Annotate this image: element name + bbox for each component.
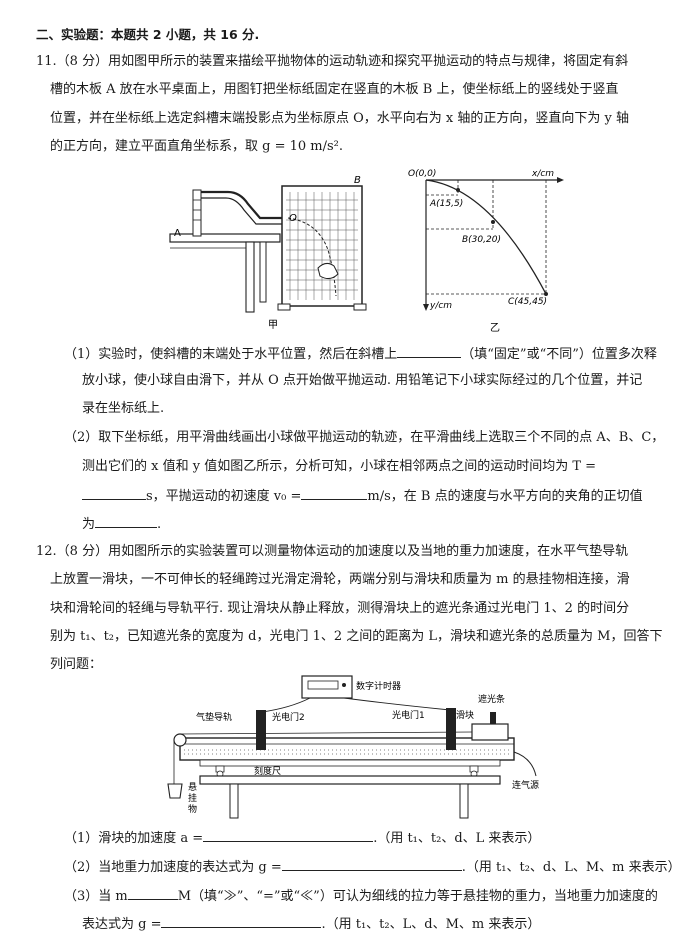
answer-blank-1[interactable]: [397, 344, 462, 358]
q12-sub3-text-c: 表达式为 g =: [82, 917, 162, 932]
q11-line-1: 11.（8 分）用如图甲所示的装置来描绘平抛物体的运动轨迹和探究平抛运动的特点与…: [36, 54, 629, 69]
q12-sub3-text-d: .（用 t₁、t₂、L、d、M、m 来表示）: [321, 917, 541, 932]
label-hang-1: 悬: [188, 782, 197, 793]
board-a: [192, 189, 202, 237]
answer-blank-7[interactable]: [127, 886, 178, 900]
ruler: [199, 759, 501, 767]
point-a: [456, 188, 460, 192]
q12-sub3-line-2: 表达式为 g = .（用 t₁、t₂、L、d、M、m 来表示）: [82, 914, 540, 933]
q11-line-2: 槽的木板 A 放在水平桌面上，用图钉把坐标纸固定在竖直的木板 B 上，使坐标纸上…: [50, 82, 619, 97]
incline-track: [201, 190, 286, 220]
label-gate-2: 光电门2: [272, 711, 305, 723]
hanging-bucket: [167, 783, 183, 799]
pulley: [173, 733, 187, 747]
trajectory: [287, 217, 337, 297]
section-heading: 二、实验题：本题共 2 小题，共 16 分.: [36, 27, 260, 42]
figure-yi-graph: O(0,0) x/cm y/cm A(15,5) B(30,20) C(45,4…: [408, 169, 564, 334]
q11-part2-line-2: 测出它们的 x 值和 y 值如图乙所示，分析可知，小球在相邻两点之间的运动时间均…: [82, 459, 597, 474]
answer-blank-3[interactable]: [301, 486, 368, 500]
q12-line-5: 列问题：: [50, 657, 103, 672]
label-gate-1: 光电门1: [392, 709, 425, 721]
answer-blank-8[interactable]: [161, 914, 322, 928]
q12-line-4: 别为 t₁、t₂，已知遮光条的宽度为 d，光电门 1、2 之间的距离为 L，滑块…: [50, 629, 663, 644]
q12-sub1-text-a: （1）滑块的加速度 a =: [64, 831, 204, 846]
q11-part1-text-a: （1）实验时，使斜槽的末端处于水平位置，然后在斜槽上: [64, 347, 398, 362]
label-o: O: [289, 213, 297, 224]
q11-part2-text-a: s，平抛运动的初速度 v₀ =: [146, 489, 302, 504]
q11-part1-line-2: 放小球，使小球自由滑下，并从 O 点开始做平抛运动. 用铅笔记下小球实际经过的几…: [82, 373, 643, 388]
label-ruler: 刻度尺: [254, 765, 281, 777]
q12-sub3-line-1: （3）当 m M（填“≫”、“=”或“≪”）可认为细线的拉力等于悬挂物的重力，当地…: [64, 886, 658, 905]
table-top: [169, 233, 281, 243]
q12-sub1: （1）滑块的加速度 a = .（用 t₁、t₂、d、L 来表示）: [64, 828, 540, 847]
q11-part2-text-b: m/s，在 B 点的速度与水平方向的夹角的正切值: [367, 489, 643, 504]
point-c-label: C(45,45): [508, 297, 547, 307]
label-shade: 遮光条: [478, 693, 505, 705]
label-a: A: [174, 228, 181, 239]
x-axis-label: x/cm: [531, 169, 554, 179]
figure-jia-apparatus: A B O 甲: [169, 175, 367, 331]
q12-line-2: 上放置一滑块，一不可伸长的轻绳跨过光滑定滑轮，两端分别与滑块和质量为 m 的悬挂…: [50, 572, 630, 587]
q12-sub2-text-a: （2）当地重力加速度的表达式为 g =: [64, 860, 282, 875]
q12-sub3-text-a: （3）当 m: [64, 889, 128, 904]
label-hang-3: 物: [188, 803, 197, 815]
shade-strip: [490, 712, 496, 724]
q11-part2-line-4: 为.: [82, 514, 161, 533]
label-slider: 滑块: [456, 709, 474, 721]
q11-part1-line-3: 录在坐标纸上.: [82, 401, 165, 416]
q11-line-4: 的正方向，建立平面直角坐标系，取 g = 10 m/s².: [50, 139, 344, 154]
label-timer: 数字计时器: [356, 680, 401, 692]
label-air-source: 连气源: [512, 779, 539, 791]
q12-line-1: 12.（8 分）用如图所示的实验装置可以测量物体运动的加速度以及当地的重力加速度…: [36, 544, 629, 559]
q11-part2-line-3: s，平抛运动的初速度 v₀ = m/s，在 B 点的速度与水平方向的夹角的正切值: [82, 486, 643, 505]
point-a-label: A(15,5): [429, 199, 463, 209]
trajectory-curve: [425, 179, 547, 295]
table-leg: [245, 241, 255, 313]
label-air-track: 气垫导轨: [196, 711, 232, 723]
cable-gate-2: [261, 697, 311, 713]
air-hose: [513, 751, 537, 777]
photogate-2: [256, 710, 266, 750]
answer-blank-6[interactable]: [281, 857, 462, 871]
answer-blank-5[interactable]: [203, 828, 374, 842]
origin-label: O(0,0): [408, 169, 436, 179]
slider: [471, 723, 509, 741]
cable-gate-1: [343, 697, 451, 711]
point-c: [544, 292, 548, 296]
grid-paper: [286, 192, 358, 300]
q12-sub2-text-b: .（用 t₁、t₂、d、L、M、m 来表示）: [461, 860, 681, 875]
label-b: B: [354, 175, 361, 186]
q12-line-3: 块和滑轮间的轻绳与导轨平行. 现让滑块从静止释放，测得滑块上的遮光条通过光电门 …: [50, 601, 630, 616]
answer-blank-2[interactable]: [82, 486, 146, 500]
air-track-rail: [179, 737, 515, 761]
y-axis-label: y/cm: [429, 301, 452, 311]
hand-pencil: [317, 262, 339, 280]
q11-part2-text-d: .: [157, 517, 162, 532]
q11-part1-text-b: （填“固定”或“不同”）位置多次释: [461, 347, 657, 362]
q11-part2-text-c: 为: [82, 517, 96, 532]
point-b: [491, 220, 495, 224]
q11-part1-line-1: （1）实验时，使斜槽的末端处于水平位置，然后在斜槽上 （填“固定”或“不同”）位置…: [64, 344, 657, 363]
q11-line-3: 位置，并在坐标纸上选定斜槽末端投影点为坐标原点 O，水平向右为 x 轴的正方向，…: [50, 111, 629, 126]
q11-part2-line-1: （2）取下坐标纸，用平滑曲线画出小球做平抛运动的轨迹，在平滑曲线上选取三个不同的…: [64, 430, 665, 445]
q12-sub1-text-b: .（用 t₁、t₂、d、L 来表示）: [373, 831, 541, 846]
q12-sub2: （2）当地重力加速度的表达式为 g = .（用 t₁、t₂、d、L、M、m 来表示…: [64, 857, 681, 876]
caption-yi: 乙: [490, 322, 500, 334]
rope: [179, 731, 473, 735]
point-b-label: B(30,20): [462, 235, 501, 245]
figure-air-track: 数字计时器 气垫导轨 光电门2 光电门1 滑块 遮光条 刻度尺 悬 挂 物 连气…: [167, 675, 539, 819]
label-hang-2: 挂: [188, 792, 197, 804]
caption-jia: 甲: [268, 320, 278, 331]
answer-blank-4[interactable]: [95, 514, 158, 528]
photogate-1: [446, 708, 456, 750]
lab-table: [199, 775, 501, 785]
q12-sub3-text-b: M（填“≫”、“=”或“≪”）可认为细线的拉力等于悬挂物的重力，当地重力加速度的: [177, 889, 658, 904]
